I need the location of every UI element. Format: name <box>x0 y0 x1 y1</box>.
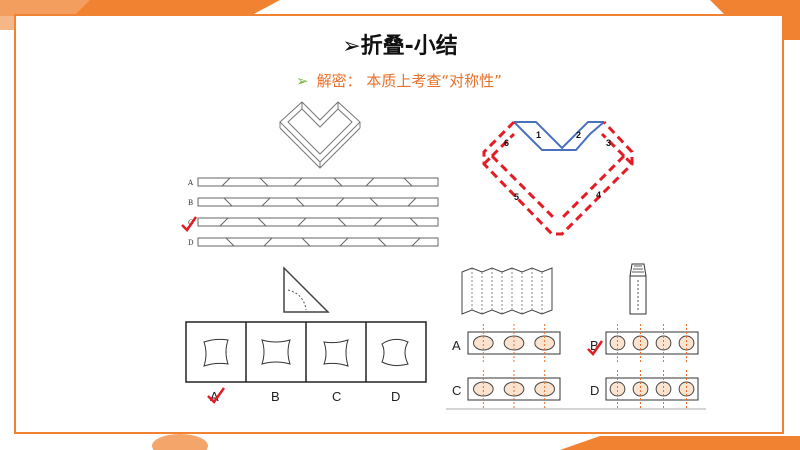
check-mark-icon <box>207 387 226 404</box>
subtitle-text: 解密： 本质上考查“对称性” <box>316 72 502 90</box>
cut-label-c: C <box>452 383 462 398</box>
folded-column <box>629 263 647 315</box>
strip-label-b: B <box>188 199 194 207</box>
cut-hole <box>503 381 525 397</box>
segment-5: 5 <box>514 192 519 202</box>
cut-hole <box>534 335 555 351</box>
cut-hole <box>655 381 672 397</box>
strip-label-d: D <box>188 239 194 247</box>
corner-decoration-bottom-left <box>152 434 208 450</box>
segment-3: 3 <box>606 138 611 148</box>
subtitle: ➢ 解密： 本质上考查“对称性” <box>296 70 502 91</box>
segment-6: 6 <box>504 138 509 148</box>
cut-hole <box>632 335 649 351</box>
cut-hole <box>473 335 494 351</box>
cut-pattern-options <box>467 324 699 408</box>
square-options <box>185 321 427 383</box>
cut-option-d <box>605 377 699 401</box>
bullet-arrow-icon: ➢ <box>296 72 309 90</box>
cut-hole <box>655 335 672 351</box>
square-label-d: D <box>391 389 401 404</box>
strip-label-a: A <box>188 179 194 187</box>
folded-triangle <box>283 266 330 313</box>
cut-hole <box>678 381 695 397</box>
strip-option-d <box>197 237 439 247</box>
page-title: ➢折叠-小结 <box>342 34 458 59</box>
strip-options <box>197 177 439 247</box>
cut-hole <box>609 381 626 397</box>
cut-hole <box>632 381 649 397</box>
cut-label-d: D <box>590 383 600 398</box>
square-label-a: A <box>210 389 219 404</box>
cut-hole <box>678 335 695 351</box>
strip-option-a <box>197 177 439 187</box>
segment-2: 2 <box>576 130 581 140</box>
square-label-b: B <box>271 389 280 404</box>
cut-option-b <box>605 331 699 355</box>
cut-hole <box>534 381 555 397</box>
strip-option-b <box>197 197 439 207</box>
check-mark-icon <box>181 216 198 232</box>
heart-fold-diagram: 1 2 3 4 5 6 <box>482 120 634 236</box>
cut-hole <box>473 381 494 397</box>
cut-hole <box>609 335 626 351</box>
heart-3d-figure <box>279 101 361 169</box>
segment-4: 4 <box>596 190 601 200</box>
cut-hole <box>503 335 525 351</box>
check-mark-icon <box>587 340 604 356</box>
square-label-c: C <box>332 389 342 404</box>
accordion-paper <box>461 267 553 315</box>
segment-1: 1 <box>536 130 541 140</box>
corner-decoration-bottom-right <box>560 436 800 450</box>
cut-label-a: A <box>452 338 461 353</box>
baseline-divider <box>446 408 706 410</box>
cut-label-b: B <box>590 338 599 353</box>
strip-option-c <box>197 217 439 227</box>
